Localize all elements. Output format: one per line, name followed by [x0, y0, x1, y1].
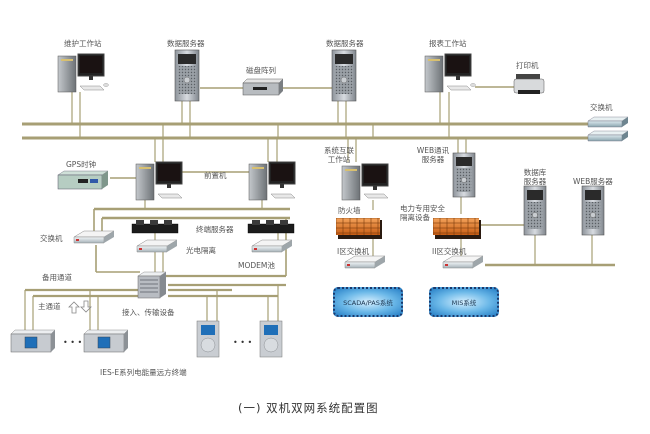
terminal-server-label: 终端服务器 [196, 225, 234, 234]
terminal-server-2-icon[interactable] [247, 220, 295, 234]
front-end-1-icon[interactable] [135, 161, 183, 201]
interconnect-workstation-label-line2: 工作站 [327, 155, 351, 164]
security-isolation-device-icon[interactable] [433, 218, 481, 239]
firewall-icon[interactable] [336, 218, 382, 239]
data-server-1-label: 数据服务器 [167, 39, 205, 48]
scada-pas-system-label: SCADA/PAS系统 [343, 299, 393, 307]
web-comm-server-label-line2: 服务器 [421, 155, 445, 164]
gps-clock-icon[interactable] [57, 170, 109, 190]
maintenance-workstation-icon[interactable] [57, 53, 109, 93]
web-server-label: WEB服务器 [573, 177, 613, 186]
ellipsis-left: • • • [63, 338, 83, 347]
modem-pool-icon[interactable] [251, 239, 293, 253]
zone1-switch-icon[interactable] [344, 255, 386, 269]
data-server-1-icon[interactable] [174, 49, 200, 102]
mis-system-label: MIS系统 [451, 299, 477, 307]
database-server-label-line1: 数据库 [523, 168, 547, 177]
database-server-label: 数据库 服务器 [519, 168, 551, 186]
front-end-label: 前置机 [204, 171, 227, 180]
firewall-label: 防火墙 [338, 206, 361, 215]
remote-terminal-rack-2-icon[interactable] [83, 329, 129, 353]
report-workstation-label: 报表工作站 [429, 39, 467, 48]
maintenance-workstation-label: 维护工作站 [64, 39, 102, 48]
access-transmission-label: 接入、传输设备 [122, 308, 175, 317]
remote-terminal-wall-1-icon[interactable] [196, 320, 220, 358]
remote-terminal-wall-2-icon[interactable] [259, 320, 283, 358]
web-comm-server-icon[interactable] [452, 152, 476, 198]
report-workstation-icon[interactable] [424, 53, 476, 93]
left-switch-label: 交换机 [40, 234, 63, 243]
ellipsis-right: • • • [233, 338, 253, 347]
interconnect-workstation-label: 系统互联 工作站 [322, 146, 356, 164]
database-server-label-line2: 服务器 [523, 177, 547, 186]
main-channel-label: 主通道 [38, 302, 61, 311]
bidirectional-arrow-icon [68, 300, 92, 314]
backup-channel-label: 备用通道 [42, 273, 72, 282]
web-comm-server-label: WEB通讯 服务器 [413, 146, 453, 164]
top-switch-1-icon[interactable] [587, 116, 629, 128]
access-transmission-device-icon[interactable] [137, 271, 167, 299]
zone2-switch-label: II区交换机 [432, 247, 467, 256]
security-isolation-device-label: 电力专用安全 隔离设备 [400, 204, 450, 222]
printer-label: 打印机 [516, 61, 539, 70]
data-server-2-icon[interactable] [331, 49, 357, 102]
printer-icon[interactable] [513, 74, 545, 94]
zone2-switch-icon[interactable] [442, 255, 484, 269]
mis-system-box[interactable]: MIS系统 [429, 287, 499, 317]
remote-terminal-rack-1-icon[interactable] [10, 329, 56, 353]
optical-isolator-label: 光电隔离 [186, 246, 216, 255]
security-isolation-device-label-line1: 电力专用安全 [400, 204, 445, 213]
modem-pool-label: MODEM池 [238, 261, 275, 270]
interconnect-workstation-label-line1: 系统互联 [324, 146, 354, 155]
left-switch-icon[interactable] [73, 230, 115, 244]
zone1-switch-label: I区交换机 [337, 247, 370, 256]
web-comm-server-label-line1: WEB通讯 [416, 146, 450, 155]
disk-array-icon[interactable] [242, 78, 284, 96]
database-server-icon[interactable] [523, 185, 547, 236]
web-server-icon[interactable] [581, 185, 605, 236]
disk-array-label: 磁盘阵列 [246, 66, 276, 75]
gps-clock-label: GPS时钟 [66, 160, 97, 169]
diagram-caption: (一) 双机双网系统配置图 [238, 401, 379, 415]
interconnect-workstation-icon[interactable] [341, 163, 389, 201]
optical-isolator-icon[interactable] [136, 239, 178, 253]
scada-pas-system-box[interactable]: SCADA/PAS系统 [333, 287, 403, 317]
terminal-server-1-icon[interactable] [131, 220, 179, 234]
top-switch-label: 交换机 [590, 103, 613, 112]
top-switch-2-icon[interactable] [587, 130, 629, 142]
security-isolation-device-label-line2: 隔离设备 [400, 213, 430, 222]
front-end-2-icon[interactable] [248, 161, 296, 201]
remote-terminals-label: IES-E系列电能量远方终端 [100, 368, 187, 377]
data-server-2-label: 数据服务器 [326, 39, 364, 48]
